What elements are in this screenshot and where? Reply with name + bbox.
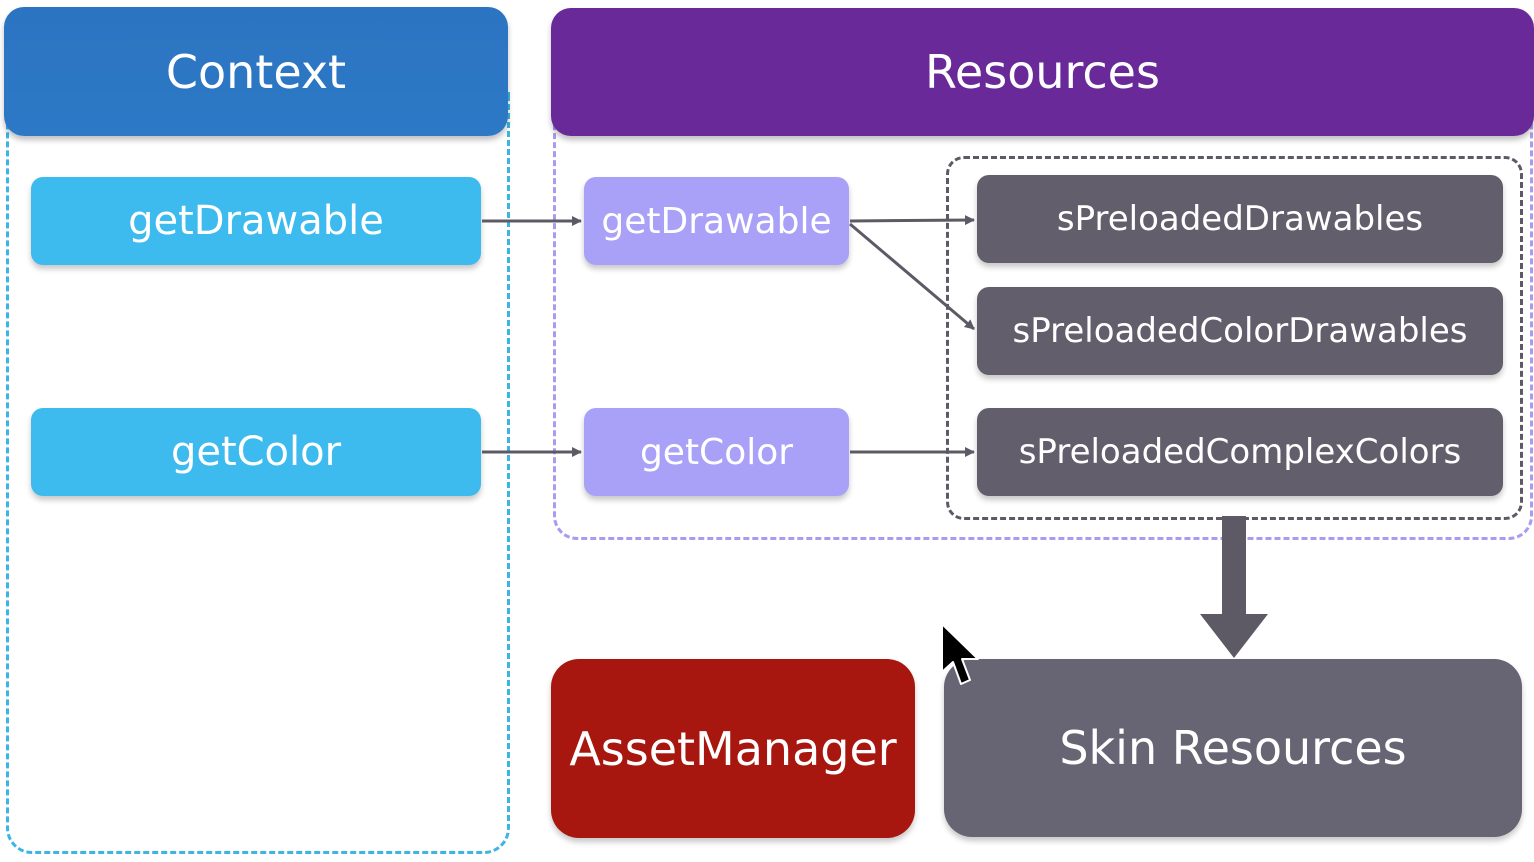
context-get-drawable-box: getDrawable — [31, 177, 481, 265]
preloaded-color-drawables-box: sPreloadedColorDrawables — [977, 287, 1503, 375]
resources-title: Resources — [925, 45, 1160, 99]
preloaded-drawables-label: sPreloadedDrawables — [1056, 199, 1424, 239]
resources-get-color-label: getColor — [639, 431, 794, 473]
asset-manager-label: AssetManager — [569, 721, 897, 776]
context-header: Context — [4, 7, 508, 136]
mouse-pointer-icon — [941, 623, 979, 685]
context-get-drawable-label: getDrawable — [128, 198, 384, 244]
preloaded-drawables-box: sPreloadedDrawables — [977, 175, 1503, 263]
context-title: Context — [165, 44, 347, 99]
asset-manager-box: AssetManager — [551, 659, 915, 838]
resources-get-drawable-label: getDrawable — [601, 200, 832, 242]
preloaded-complex-colors-box: sPreloadedComplexColors — [977, 408, 1503, 496]
context-get-color-label: getColor — [170, 429, 342, 475]
context-get-color-box: getColor — [31, 408, 481, 496]
arrow-drawable-to-preloaded-color-drawables — [849, 222, 975, 331]
resources-header: Resources — [551, 8, 1534, 136]
arrow-drawable-to-preloaded-drawables — [849, 215, 975, 226]
resources-get-color-box: getColor — [584, 408, 849, 496]
preloaded-complex-colors-label: sPreloadedComplexColors — [1018, 432, 1462, 472]
down-arrow-to-skin-resources — [1200, 516, 1268, 658]
preloaded-color-drawables-label: sPreloadedColorDrawables — [1012, 311, 1468, 351]
resources-get-drawable-box: getDrawable — [584, 177, 849, 265]
skin-resources-label: Skin Resources — [1059, 721, 1407, 775]
skin-resources-box: Skin Resources — [944, 659, 1522, 837]
